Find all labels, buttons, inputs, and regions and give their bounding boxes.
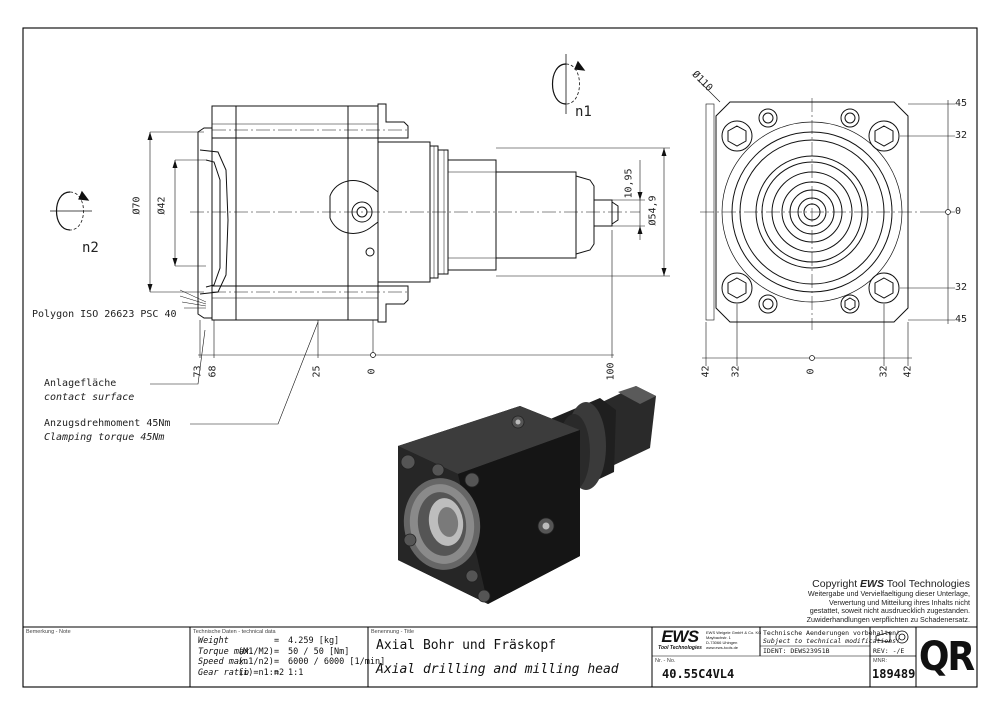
tech-row-eq: = bbox=[274, 667, 280, 678]
company-line: www.ews-tools.de bbox=[706, 645, 739, 650]
dim-25: 25 bbox=[311, 365, 323, 378]
tech-row-eq: = bbox=[274, 636, 280, 646]
tech-row-cond: (i)=n1:n2 bbox=[238, 667, 285, 678]
copyright-brand: EWS bbox=[860, 578, 884, 590]
tech-row: Torque max.(M1/M2)= 50 / 50 [Nm] bbox=[198, 647, 385, 658]
tech-row-val: 1:1 bbox=[288, 667, 304, 678]
side-view bbox=[147, 103, 670, 425]
copyright-notice: Copyright EWS Tool Technologies Weiterga… bbox=[790, 578, 970, 624]
ident-code: IDENT: DEWS23951B bbox=[763, 647, 830, 655]
copyright-line: Weitergabe und Vervielfaeltigung dieser … bbox=[807, 589, 970, 598]
change-note-en: Subject to technical modifications! bbox=[763, 637, 900, 645]
contact-label-en: contact surface bbox=[44, 392, 135, 403]
tech-row-val: 50 / 50 [Nm] bbox=[288, 646, 350, 657]
dim-bottom-42-right: 42 bbox=[902, 365, 914, 378]
qr-label: QR bbox=[918, 634, 975, 680]
nr-label: Nr. - No. bbox=[655, 658, 676, 664]
company-line: Maybachstr. 1 bbox=[706, 635, 731, 640]
copyright-line: Zuwiderhandlungen verpflichten zu Schade… bbox=[806, 614, 970, 624]
dim-d42: Ø42 bbox=[156, 196, 168, 215]
polygon-label: Polygon ISO 26623 PSC 40 bbox=[32, 309, 177, 320]
tech-data-table: Weight = 4.259 [kg] Torque max.(M1/M2)= 50 … bbox=[198, 636, 385, 678]
ews-logo: EWS bbox=[661, 627, 699, 646]
rotation-n1-symbol bbox=[552, 54, 586, 114]
dim-73: 73 bbox=[192, 365, 204, 378]
company-line: D-73066 Uhingen bbox=[706, 640, 738, 645]
contact-label-de: Anlagefläche bbox=[44, 378, 117, 389]
tech-row-name: Speed max. bbox=[198, 657, 250, 667]
dim-d70: Ø70 bbox=[131, 196, 143, 215]
tech-row: Weight = 4.259 [kg] bbox=[198, 636, 385, 647]
dim-bottom-42-left: 42 bbox=[700, 365, 712, 378]
copyright-prefix: Copyright bbox=[812, 578, 858, 590]
dim-0: 0 bbox=[366, 368, 378, 375]
drawing-title-en: Axial drilling and milling head bbox=[376, 662, 619, 677]
sheet-border bbox=[22, 27, 978, 688]
dim-right-32-bottom: 32 bbox=[955, 282, 968, 293]
copyright-line: gestattet, soweit nicht ausdruecklich zu… bbox=[809, 606, 970, 616]
dim-10-95: 10,95 bbox=[623, 168, 635, 199]
dim-68: 68 bbox=[207, 365, 219, 378]
torque-label-de: Anzugsdrehmoment 45Nm bbox=[44, 418, 171, 429]
tech-row-val: 6000 / 6000 [1/min] bbox=[288, 657, 386, 667]
tech-row: Speed max.(n1/n2)= 6000 / 6000 [1/min] bbox=[198, 657, 385, 668]
change-note-de: Technische Aenderungen vorbehalten! bbox=[763, 629, 900, 637]
tech-row-eq: = bbox=[274, 646, 280, 657]
tech-row-val: 4.259 [kg] bbox=[288, 636, 340, 646]
torque-label-en: Clamping torque 45Nm bbox=[44, 432, 165, 443]
front-view bbox=[697, 79, 955, 366]
revision: REV: -/E bbox=[873, 647, 905, 655]
tech-row-name: Torque max. bbox=[198, 646, 255, 657]
mnr-number: 189489 bbox=[872, 667, 916, 681]
label-n2: n2 bbox=[82, 240, 99, 256]
tech-row-name: Gear ratio bbox=[198, 667, 250, 678]
dim-bottom-32-left: 32 bbox=[730, 365, 742, 378]
title-label: Benennung - Title bbox=[371, 629, 415, 635]
company-address: EWS Weigele GmbH & Co. KG Maybachstr. 1 … bbox=[706, 630, 761, 650]
rotation-n2-symbol bbox=[50, 190, 92, 231]
front-flange bbox=[715, 101, 909, 323]
part-number: 40.55C4VL4 bbox=[662, 667, 735, 681]
ews-logo-mark bbox=[656, 630, 704, 650]
copyright-line: Verwertung und Mitteilung ihres Inhalts … bbox=[828, 597, 970, 607]
dim-right-45-top: 45 bbox=[955, 98, 968, 109]
iso-3d-render bbox=[398, 386, 656, 604]
company-line: EWS Weigele GmbH & Co. KG bbox=[706, 630, 762, 635]
mnr-label: MNR: bbox=[873, 658, 888, 664]
ews-logo-sub: Tool Technologies bbox=[658, 645, 702, 651]
dim-100: 100 bbox=[605, 362, 617, 381]
tech-data-label: Technische Daten - technical data bbox=[193, 629, 276, 635]
title-block-frame bbox=[23, 626, 977, 687]
dim-right-0: 0 bbox=[955, 206, 962, 217]
dim-right-32-top: 32 bbox=[955, 130, 968, 141]
dim-d54-9: Ø54,9 bbox=[647, 195, 659, 226]
copyright-suffix: Tool Technologies bbox=[886, 578, 970, 590]
tech-row: Gear ratio(i)=n1:n2= 1:1 bbox=[198, 668, 385, 679]
drawing-title-de: Axial Bohr und Fräskopf bbox=[376, 638, 557, 653]
remark-label: Bemerkung - Note bbox=[26, 629, 71, 635]
dim-bottom-32-right: 32 bbox=[878, 365, 890, 378]
dim-right-45-bottom: 45 bbox=[955, 314, 968, 325]
tech-row-name: Weight bbox=[198, 636, 229, 646]
dim-bottom-0: 0 bbox=[805, 368, 817, 375]
label-n1: n1 bbox=[575, 104, 592, 120]
tech-row-eq: = bbox=[274, 657, 280, 667]
tech-row-cond: (M1/M2) bbox=[238, 646, 274, 657]
tech-row-cond: (n1/n2) bbox=[238, 657, 274, 667]
